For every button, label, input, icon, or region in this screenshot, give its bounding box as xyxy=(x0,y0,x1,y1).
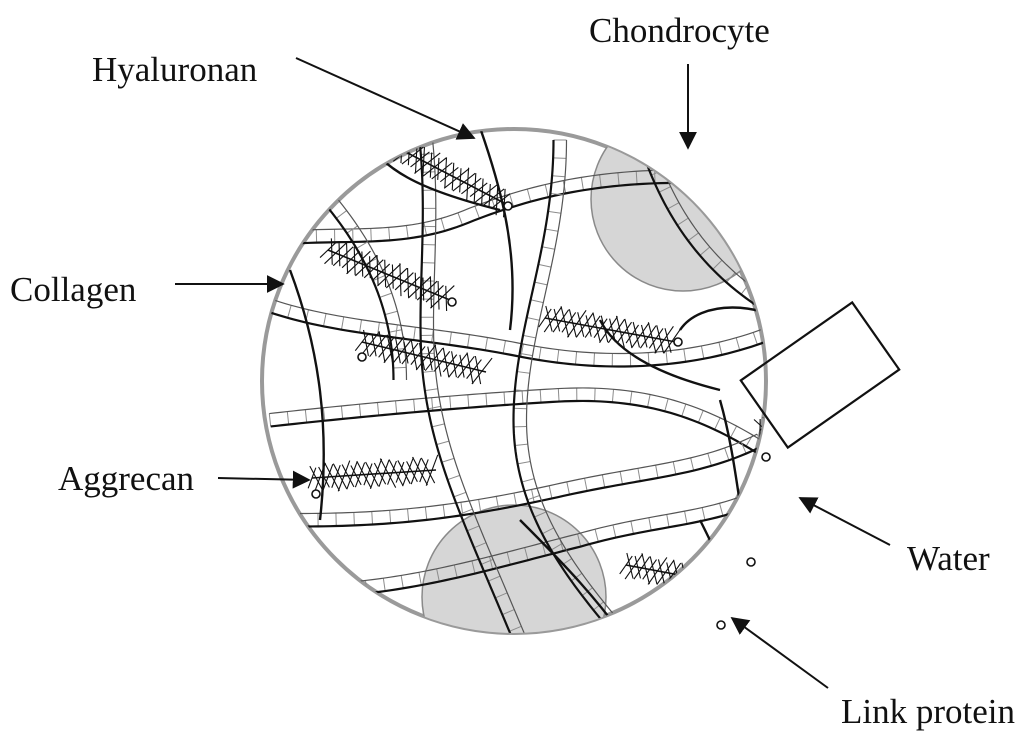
label-aggrecan: Aggrecan xyxy=(58,459,194,498)
arrow-hyaluronan xyxy=(296,58,474,138)
label-water: Water xyxy=(907,539,990,578)
label-collagen: Collagen xyxy=(10,270,136,309)
link-protein-node xyxy=(747,558,755,566)
link-protein-node xyxy=(674,338,682,346)
link-protein-node xyxy=(504,202,512,210)
link-protein-node xyxy=(762,453,770,461)
aggrecan-brush xyxy=(754,365,886,442)
chondrocyte-cell-bottom xyxy=(422,505,606,689)
arrow-water xyxy=(800,498,890,545)
arrow-link-protein xyxy=(732,618,828,688)
label-hyaluronan: Hyaluronan xyxy=(92,50,257,89)
link-protein-node xyxy=(358,353,366,361)
link-protein-node xyxy=(448,298,456,306)
link-protein-node xyxy=(717,621,725,629)
chondrocyte-cell-top xyxy=(591,107,775,291)
label-link-protein: Link protein xyxy=(841,692,1015,731)
label-chondrocyte: Chondrocyte xyxy=(589,11,770,50)
link-protein-node xyxy=(312,490,320,498)
